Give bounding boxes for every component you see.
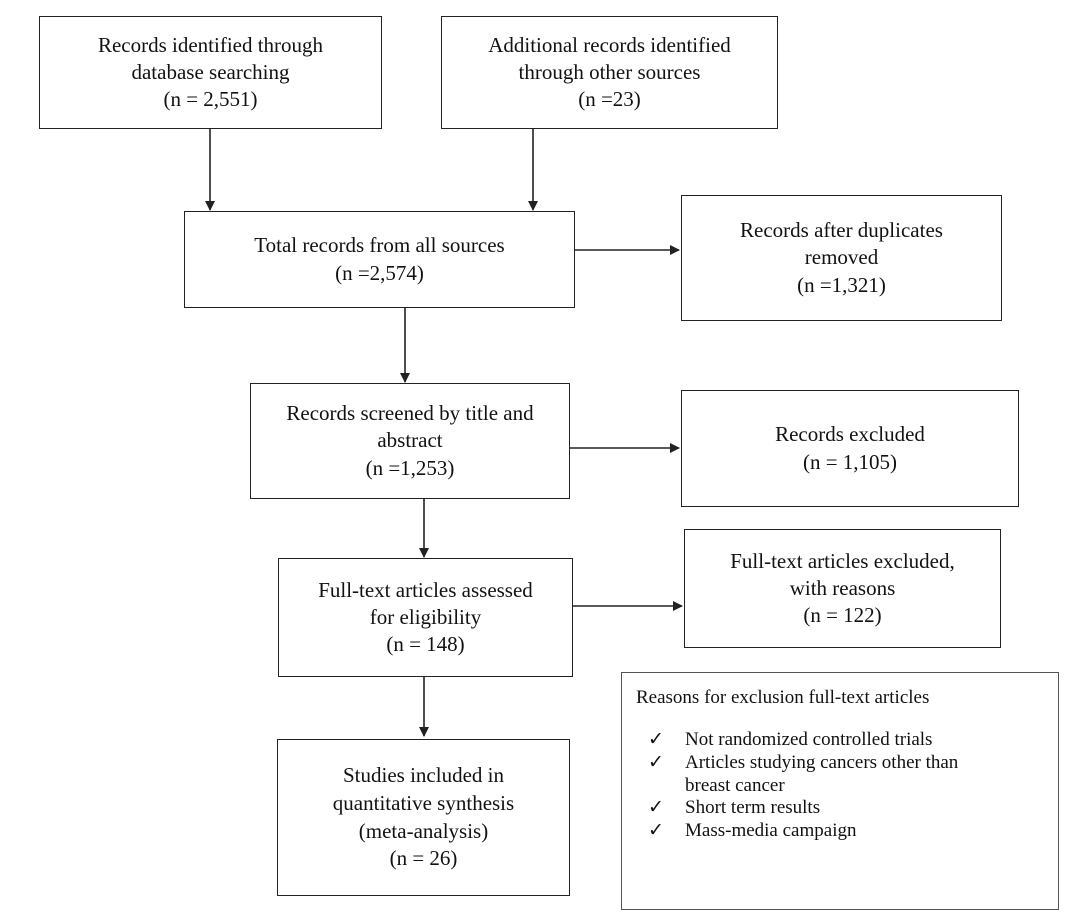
exclusion-reasons-title: Reasons for exclusion full-text articles: [636, 687, 930, 708]
box-line: (n =1,321): [797, 272, 886, 297]
box-line: quantitative synthesis: [332, 790, 515, 815]
box-line: Full-text articles excluded,: [730, 548, 955, 573]
checkmark-icon: ✓: [648, 751, 664, 773]
box-line: (n =23): [578, 87, 641, 112]
box-line: Records identified through: [97, 32, 324, 57]
box-line: (n = 1,105): [802, 449, 898, 474]
box-line: (n =2,574): [335, 260, 424, 285]
box-total-records: Total records from all sources (n =2,574…: [184, 211, 575, 308]
box-records-excluded: Records excluded (n = 1,105): [681, 390, 1019, 507]
box-line: through other sources: [518, 59, 701, 84]
exclusion-reason-text: Short term results: [685, 797, 821, 819]
box-line: Total records from all sources: [254, 233, 505, 258]
box-line: Records after duplicates: [740, 218, 943, 243]
box-studies-included: Studies included in quantitative synthes…: [277, 739, 570, 896]
exclusion-reason-item: ✓ Not randomized controlled trials: [648, 729, 1048, 752]
exclusion-reason-item: ✓ Articles studying cancers other than b…: [648, 752, 1048, 798]
box-line: Additional records identified: [488, 32, 731, 57]
checkmark-icon: ✓: [648, 797, 664, 819]
box-line: (n = 122): [803, 603, 882, 628]
exclusion-reason-text: Articles studying cancers other than bre…: [685, 751, 959, 796]
box-records-after-duplicates: Records after duplicates removed (n =1,3…: [681, 195, 1002, 321]
box-line: Full-text articles assessed: [318, 577, 533, 602]
exclusion-reason-item: ✓ Short term results: [648, 797, 1048, 820]
box-line: (n = 26): [389, 846, 458, 871]
box-line: removed: [804, 245, 879, 270]
box-line: for eligibility: [369, 604, 482, 629]
checkmark-icon: ✓: [648, 729, 664, 750]
box-line: (meta-analysis): [358, 818, 489, 843]
box-records-identified-database: Records identified through database sear…: [39, 16, 382, 129]
exclusion-reasons-panel: Reasons for exclusion full-text articles…: [621, 672, 1059, 910]
exclusion-reason-text: Not randomized controlled trials: [685, 729, 933, 750]
box-line: Records screened by title and: [286, 401, 534, 426]
box-line: (n = 148): [386, 632, 465, 657]
box-records-identified-other: Additional records identified through ot…: [441, 16, 778, 129]
box-records-screened: Records screened by title and abstract (…: [250, 383, 570, 499]
exclusion-reason-item: ✓ Mass-media campaign: [648, 820, 1048, 843]
box-fulltext-assessed: Full-text articles assessed for eligibil…: [278, 558, 573, 677]
exclusion-reasons-list: ✓ Not randomized controlled trials ✓ Art…: [648, 729, 1048, 843]
box-line: (n = 2,551): [163, 87, 258, 112]
box-line: abstract: [377, 428, 443, 453]
exclusion-reason-text: Mass-media campaign: [685, 820, 857, 842]
box-line: database searching: [131, 59, 290, 84]
box-line: (n =1,253): [365, 455, 455, 480]
checkmark-icon: ✓: [648, 820, 664, 842]
box-fulltext-excluded: Full-text articles excluded, with reason…: [684, 529, 1001, 648]
box-line: with reasons: [789, 575, 896, 600]
box-line: Studies included in: [343, 763, 504, 788]
box-line: Records excluded: [775, 422, 925, 447]
